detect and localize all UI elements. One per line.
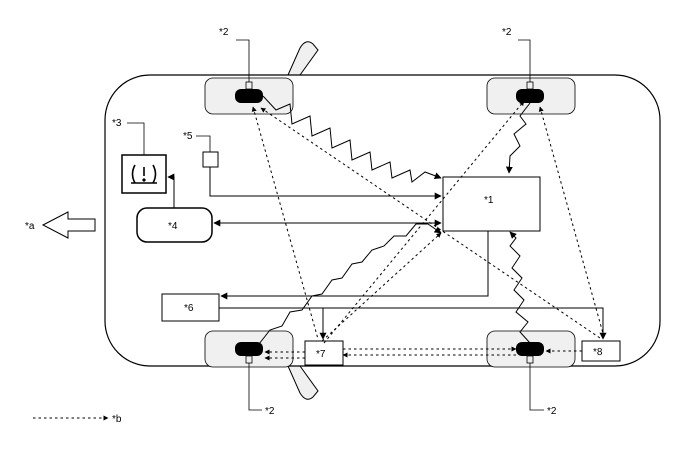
wired-connections xyxy=(167,167,607,340)
ecu-box xyxy=(442,176,541,232)
component-7-label: *7 xyxy=(316,349,326,360)
switch-box xyxy=(202,151,219,168)
switch-label: *5 xyxy=(183,131,193,142)
dotted-signal-lines xyxy=(251,100,605,361)
wireless-signals xyxy=(258,95,531,345)
meter-label: *4 xyxy=(168,221,178,232)
component-8-label: *8 xyxy=(593,347,603,358)
component-6-box xyxy=(161,293,220,322)
tire-front-left xyxy=(235,89,263,103)
sensor-label-front-left: *2 xyxy=(219,27,229,38)
tire-rear-left xyxy=(235,342,263,356)
front-direction-label: *a xyxy=(25,221,35,232)
tire-front-right xyxy=(516,89,544,103)
warning-light-label: *3 xyxy=(112,118,122,129)
legend-dotted-label: *b xyxy=(112,414,122,425)
sensor-leader-lines xyxy=(236,39,544,411)
tire-pressure-warning-icon xyxy=(131,164,157,184)
rear-right-mirror xyxy=(287,365,319,400)
sensor-label-rear-left: *2 xyxy=(265,406,275,417)
ecu-label: *1 xyxy=(484,195,494,206)
component-6-label: *6 xyxy=(184,303,194,314)
vehicle-front-arrow-icon xyxy=(41,211,96,239)
component-7-box xyxy=(304,340,344,366)
warning-light-leader xyxy=(127,122,145,155)
sensor-label-rear-right: *2 xyxy=(547,406,557,417)
switch-leader xyxy=(196,135,211,152)
front-right-mirror xyxy=(287,41,319,76)
tire-rear-right xyxy=(516,342,544,356)
sensor-label-front-right: *2 xyxy=(502,27,512,38)
